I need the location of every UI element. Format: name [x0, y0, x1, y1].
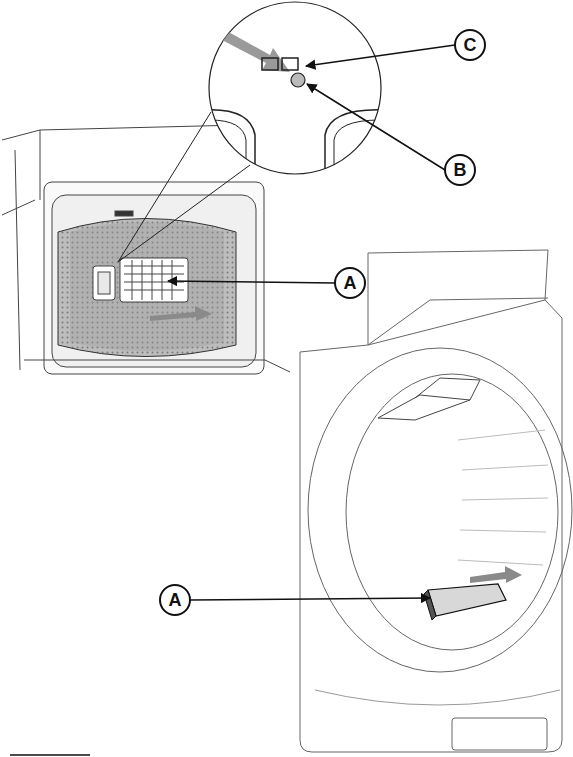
rule-line — [10, 754, 90, 756]
zoom-detail — [205, 30, 385, 180]
callout-circle: B — [444, 154, 476, 186]
callout-letter: C — [464, 36, 477, 54]
leader-line — [168, 45, 455, 600]
zoom-lens — [209, 2, 381, 174]
lint-filter — [424, 590, 436, 620]
lint-filter — [428, 584, 506, 616]
callout-letter: A — [344, 274, 357, 292]
direction-arrow — [470, 566, 522, 583]
callout-circle: A — [159, 584, 191, 616]
top-loader — [2, 125, 290, 374]
front-loader — [300, 250, 572, 752]
callout-letter: B — [454, 161, 467, 179]
callout-letter: A — [169, 591, 182, 609]
direction-arrow — [150, 306, 212, 321]
callout-circle: C — [454, 29, 486, 61]
callout-circle: A — [334, 267, 366, 299]
